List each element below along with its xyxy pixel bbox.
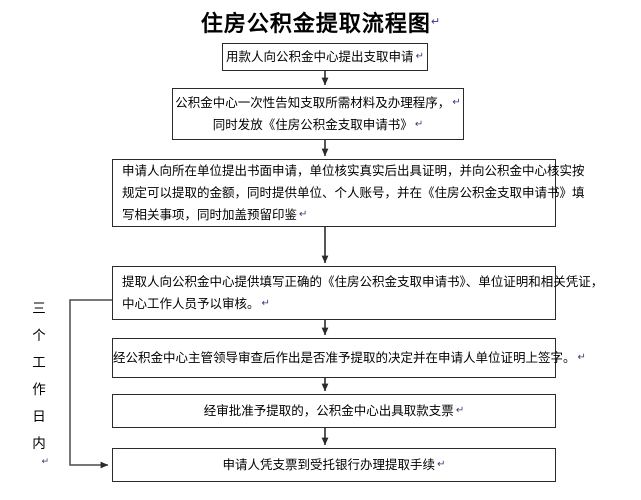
node-line: 写相关事项，同时加盖预留印鉴↵ <box>122 207 308 222</box>
node-line: 用款人向公积金中心提出支取申请↵ <box>226 49 424 64</box>
side-label-char-3: 工 <box>32 355 46 371</box>
paragraph-mark-icon: ↵ <box>455 405 465 416</box>
flow-node-submit-documents-for-review[interactable]: 提取人向公积金中心提供填写正确的《住房公积金支取申请书》、单位证明和相关凭证， … <box>112 266 604 320</box>
node-line: 经公积金中心主管领导审查后作出是否准予提取的决定并在申请人单位证明上签字。↵ <box>113 350 586 365</box>
paragraph-mark-icon: ↵ <box>577 352 586 363</box>
flow-node-withdraw-at-bank[interactable]: 申请人凭支票到受托银行办理提取手续↵ <box>112 448 556 482</box>
paragraph-mark-icon: ↵ <box>414 119 424 130</box>
node-line: 同时发放《住房公积金支取申请书》↵ <box>212 117 424 132</box>
side-label-char-2: 个 <box>32 328 46 344</box>
node-line: 规定可以提取的金额，同时提供单位、个人账号，并在《住房公积金支取申请书》填 <box>122 185 585 200</box>
paragraph-mark-icon: ↵ <box>41 457 49 467</box>
paragraph-mark-icon: ↵ <box>261 298 270 309</box>
paragraph-mark-icon: ↵ <box>299 209 308 220</box>
side-label-three-working-days: 三 个 工 作 日 内 ↵ <box>28 296 50 467</box>
node-line: 公积金中心一次性告知支取所需材料及办理程序，↵ <box>175 95 461 110</box>
page-title: 住房公积金提取流程图↵ <box>0 8 641 39</box>
side-label-char-6: 内 <box>32 436 46 452</box>
flow-node-written-application-to-employer[interactable]: 申请人向所在单位提出书面申请，单位核实真实后出具证明，并向公积金中心核实按 规定… <box>112 159 585 227</box>
node-line: 经审批准予提取的，公积金中心出具取款支票↵ <box>203 403 465 418</box>
flow-node-leader-approval-signature[interactable]: 经公积金中心主管领导审查后作出是否准予提取的决定并在申请人单位证明上签字。↵ <box>112 338 586 378</box>
paragraph-mark-icon: ↵ <box>430 15 441 28</box>
side-label-char-4: 作 <box>32 382 46 398</box>
node-line: 申请人向所在单位提出书面申请，单位核实真实后出具证明，并向公积金中心核实按 <box>122 163 585 178</box>
page-title-text: 住房公积金提取流程图 <box>200 12 431 37</box>
paragraph-mark-icon: ↵ <box>437 459 446 470</box>
paragraph-mark-icon: ↵ <box>415 51 424 62</box>
side-label-char-1: 三 <box>32 301 46 317</box>
flow-node-apply-to-fund-center[interactable]: 用款人向公积金中心提出支取申请↵ <box>222 43 428 71</box>
bracket-node4-to-node7 <box>69 299 112 469</box>
side-label-char-5: 日 <box>32 409 46 425</box>
node-line: 中心工作人员予以审核。↵ <box>122 296 270 311</box>
flow-node-issue-withdrawal-check[interactable]: 经审批准予提取的，公积金中心出具取款支票↵ <box>112 394 556 428</box>
flow-node-center-informs-materials[interactable]: 公积金中心一次性告知支取所需材料及办理程序，↵ 同时发放《住房公积金支取申请书》… <box>172 88 464 140</box>
paragraph-mark-icon: ↵ <box>452 97 461 108</box>
node-line: 申请人凭支票到受托银行办理提取手续↵ <box>222 457 446 472</box>
node-line: 提取人向公积金中心提供填写正确的《住房公积金支取申请书》、单位证明和相关凭证， <box>122 274 604 289</box>
